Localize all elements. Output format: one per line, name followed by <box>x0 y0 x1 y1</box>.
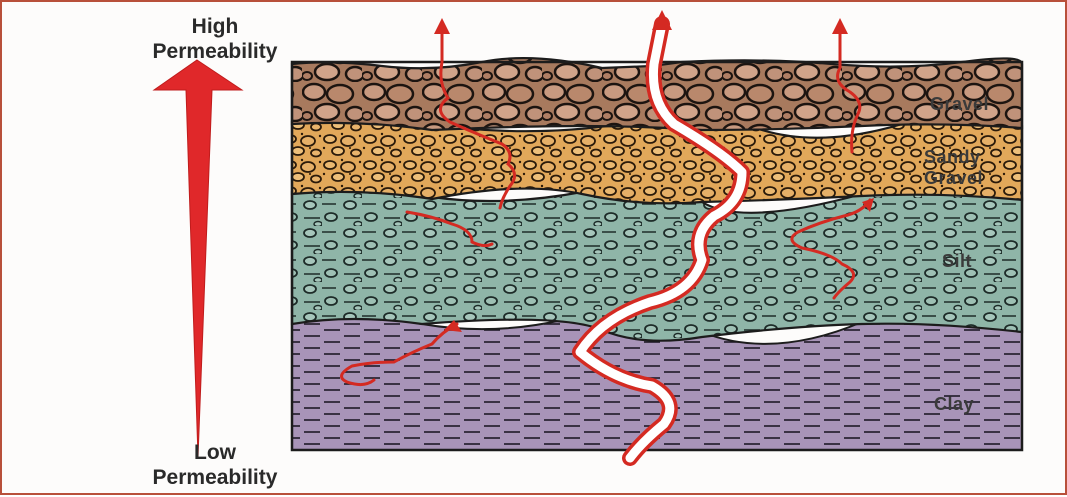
high-label-line1: High <box>110 14 320 39</box>
high-permeability-label: High Permeability <box>110 14 320 64</box>
flow-path-arrow-icon <box>434 18 450 34</box>
low-permeability-label: Low Permeability <box>110 440 320 490</box>
clay-layer-label: Clay <box>934 394 974 415</box>
low-label-line1: Low <box>110 440 320 465</box>
low-label-line2: Permeability <box>110 465 320 490</box>
sandy-gravel-layer-label: Gravel <box>924 168 983 189</box>
gravel-layer-label: Gravel <box>930 94 989 115</box>
high-label-line2: Permeability <box>110 39 320 64</box>
flow-path-arrow-icon <box>832 18 848 34</box>
silt-layer-label: Silt <box>942 251 972 272</box>
permeability-arrow-icon <box>154 60 242 457</box>
fracture-arrow-head <box>652 10 672 30</box>
sandy-layer-label: Sandy <box>924 147 981 168</box>
